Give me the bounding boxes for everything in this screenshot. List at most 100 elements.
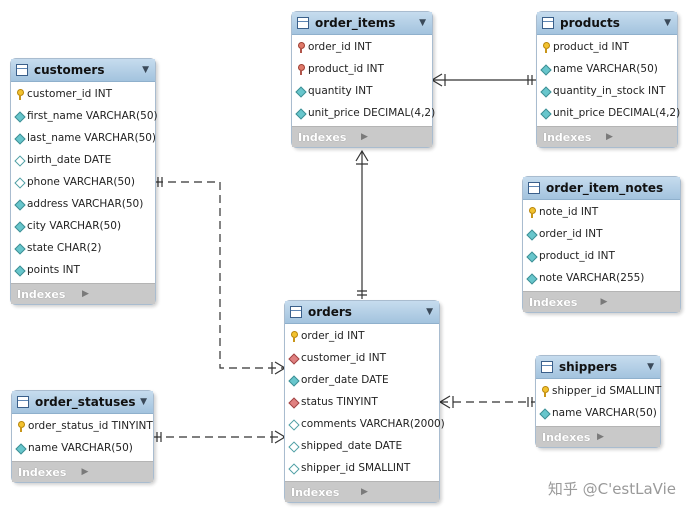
expand-arrow-icon[interactable]: ▶: [82, 289, 89, 299]
foreign-column-icon: [289, 353, 298, 364]
column-label: state CHAR(2): [27, 242, 102, 254]
table-header[interactable]: orders ▼: [285, 301, 439, 324]
column-row[interactable]: order_id INT: [523, 223, 680, 245]
column-icon: [527, 273, 536, 284]
table-header[interactable]: products ▼: [537, 12, 677, 35]
column-row[interactable]: address VARCHAR(50): [11, 193, 155, 215]
column-row[interactable]: quantity INT: [292, 80, 432, 102]
column-row[interactable]: customer_id INT: [11, 83, 155, 105]
column-row[interactable]: birth_date DATE: [11, 149, 155, 171]
table-icon: [297, 17, 309, 29]
foreign-key-icon: [296, 63, 305, 75]
column-row[interactable]: status TINYINT: [285, 391, 439, 413]
column-icon: [527, 229, 536, 240]
column-row[interactable]: name VARCHAR(50): [12, 437, 153, 459]
column-row[interactable]: shipper_id SMALLINT: [285, 457, 439, 479]
primary-key-icon: [540, 385, 549, 397]
expand-arrow-icon[interactable]: ▶: [81, 467, 89, 477]
column-row[interactable]: first_name VARCHAR(50): [11, 105, 158, 127]
table-header[interactable]: order_statuses ▼: [12, 391, 153, 414]
column-row[interactable]: order_status_id TINYINT: [12, 415, 153, 437]
column-icon: [541, 86, 550, 97]
table-header[interactable]: shippers ▼: [536, 356, 660, 379]
primary-key-icon: [16, 420, 25, 432]
expand-arrow-icon[interactable]: ▶: [597, 432, 604, 442]
table-icon: [16, 64, 28, 76]
collapse-arrow-icon[interactable]: ▼: [664, 18, 671, 28]
primary-key-icon: [289, 330, 298, 342]
collapse-arrow-icon[interactable]: ▼: [419, 18, 426, 28]
column-row[interactable]: order_id INT: [285, 325, 439, 347]
column-row[interactable]: product_id INT: [292, 58, 432, 80]
indexes-section[interactable]: Indexes ▶: [292, 126, 432, 147]
indexes-label: Indexes: [542, 430, 591, 444]
column-row[interactable]: product_id INT: [523, 245, 680, 267]
column-row[interactable]: shipper_id SMALLINT: [536, 380, 661, 402]
column-label: first_name VARCHAR(50): [27, 110, 158, 122]
column-row[interactable]: phone VARCHAR(50): [11, 171, 155, 193]
table-title: products: [560, 16, 620, 30]
column-row[interactable]: unit_price DECIMAL(4,2): [292, 102, 435, 124]
column-row[interactable]: note VARCHAR(255): [523, 267, 680, 289]
column-label: quantity_in_stock INT: [553, 85, 666, 97]
column-row[interactable]: quantity_in_stock INT: [537, 80, 677, 102]
expand-arrow-icon[interactable]: ▶: [600, 297, 608, 307]
primary-key-icon: [541, 41, 550, 53]
table-title: order_items: [315, 16, 396, 30]
column-label: order_status_id TINYINT: [28, 420, 153, 432]
column-row[interactable]: last_name VARCHAR(50): [11, 127, 156, 149]
table-order-item-notes[interactable]: order_item_notes note_id INT order_id INT…: [522, 176, 681, 313]
column-row[interactable]: name VARCHAR(50): [536, 402, 660, 424]
relationship-orders-order-items: [355, 149, 369, 299]
expand-arrow-icon[interactable]: ▶: [361, 132, 368, 142]
indexes-section[interactable]: Indexes ▶: [536, 426, 660, 447]
collapse-arrow-icon[interactable]: ▼: [142, 65, 149, 75]
table-header[interactable]: order_items ▼: [292, 12, 432, 35]
column-icon: [15, 221, 24, 232]
table-header[interactable]: customers ▼: [11, 59, 155, 82]
indexes-section[interactable]: Indexes ▶: [537, 126, 677, 147]
table-title: orders: [308, 305, 352, 319]
column-row[interactable]: state CHAR(2): [11, 237, 155, 259]
column-row[interactable]: comments VARCHAR(2000): [285, 413, 445, 435]
indexes-section[interactable]: Indexes ▶: [11, 283, 155, 304]
column-row[interactable]: product_id INT: [537, 36, 677, 58]
indexes-label: Indexes: [298, 130, 347, 144]
column-row[interactable]: customer_id INT: [285, 347, 439, 369]
indexes-section[interactable]: Indexes ▶: [12, 461, 153, 482]
column-row[interactable]: order_date DATE: [285, 369, 439, 391]
table-customers[interactable]: customers ▼ customer_id INT first_name VA…: [10, 58, 158, 305]
column-icon: [541, 108, 550, 119]
expand-arrow-icon[interactable]: ▶: [361, 487, 368, 497]
column-label: product_id INT: [539, 250, 615, 262]
collapse-arrow-icon[interactable]: ▼: [647, 362, 654, 372]
column-row[interactable]: unit_price DECIMAL(4,2): [537, 102, 680, 124]
column-label: comments VARCHAR(2000): [301, 418, 445, 430]
column-icon: [296, 86, 305, 97]
column-label: order_id INT: [539, 228, 603, 240]
nullable-column-icon: [289, 419, 298, 430]
table-header[interactable]: order_item_notes: [523, 177, 680, 200]
indexes-section[interactable]: Indexes ▶: [285, 481, 439, 502]
column-row[interactable]: note_id INT: [523, 201, 680, 223]
expand-arrow-icon[interactable]: ▶: [606, 132, 613, 142]
column-row[interactable]: shipped_date DATE: [285, 435, 439, 457]
column-icon: [527, 251, 536, 262]
collapse-arrow-icon[interactable]: ▼: [426, 307, 433, 317]
indexes-section[interactable]: Indexes ▶: [523, 291, 680, 312]
column-label: name VARCHAR(50): [552, 407, 657, 419]
column-row[interactable]: city VARCHAR(50): [11, 215, 155, 237]
table-shippers[interactable]: shippers ▼ shipper_id SMALLINT name VARCH…: [535, 355, 661, 448]
table-icon: [528, 182, 540, 194]
column-row[interactable]: order_id INT: [292, 36, 432, 58]
table-order-statuses[interactable]: order_statuses ▼ order_status_id TINYINT…: [11, 390, 154, 483]
column-label: address VARCHAR(50): [27, 198, 144, 210]
column-row[interactable]: name VARCHAR(50): [537, 58, 677, 80]
column-row[interactable]: points INT: [11, 259, 155, 281]
collapse-arrow-icon[interactable]: ▼: [140, 397, 147, 407]
column-label: quantity INT: [308, 85, 373, 97]
column-icon: [15, 243, 24, 254]
